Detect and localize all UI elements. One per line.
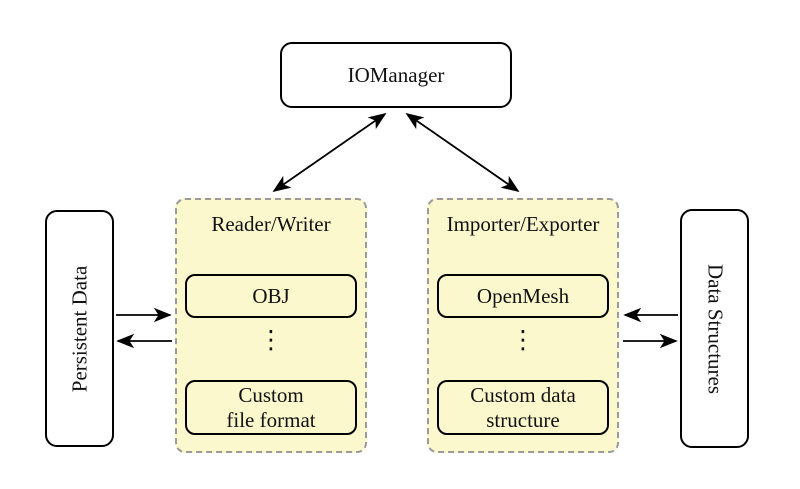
iomanager-box: IOManager <box>280 42 512 108</box>
openmesh-label: OpenMesh <box>476 283 570 308</box>
custom-file-format-label: Custom file format <box>226 382 316 432</box>
custom-data-structure-box: Custom data structure <box>437 380 609 435</box>
importer-exporter-title: Importer/Exporter <box>446 212 600 236</box>
arrow-iomanager-importer-exporter <box>405 112 520 193</box>
custom-data-structure-label: Custom data structure <box>470 382 576 432</box>
persistent-data-box: Persistent Data <box>45 210 114 447</box>
importer-exporter-container: Importer/Exporter OpenMesh ⋮ Custom data… <box>427 198 619 453</box>
iomanager-label: IOManager <box>347 62 445 87</box>
reader-writer-title: Reader/Writer <box>211 212 331 236</box>
importer-exporter-vdots: ⋮ <box>510 325 536 354</box>
obj-label: OBJ <box>252 283 290 308</box>
data-structures-box: Data Structures <box>680 209 749 448</box>
data-structures-label: Data Structures <box>703 263 727 394</box>
arrow-iomanager-reader-writer <box>272 112 387 193</box>
custom-file-format-box: Custom file format <box>185 380 357 435</box>
persistent-data-label: Persistent Data <box>67 265 91 392</box>
obj-box: OBJ <box>185 274 357 318</box>
openmesh-box: OpenMesh <box>437 274 609 318</box>
reader-writer-container: Reader/Writer OBJ ⋮ Custom file format <box>175 198 367 453</box>
reader-writer-vdots: ⋮ <box>258 325 284 354</box>
